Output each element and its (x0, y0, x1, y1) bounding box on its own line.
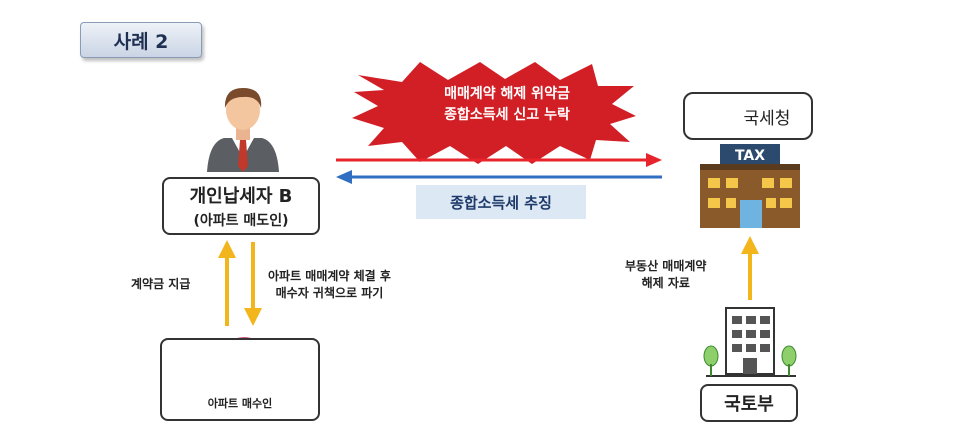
data-line-1: 부동산 매매계약 (625, 259, 707, 273)
deposit-arrow (218, 240, 236, 326)
breach-label: 아파트 매매계약 체결 후 매수자 귀책으로 파기 (268, 268, 391, 302)
tax-building-icon (700, 144, 800, 228)
buyer-box: 아파트 매수인 (160, 338, 320, 421)
taxpayer-subtitle: (아파트 매도인) (193, 213, 289, 229)
nts-label: 국세청 (743, 108, 791, 129)
taxpayer-box: 개인납세자 B (아파트 매도인) (162, 177, 320, 235)
taxpayer-title: 개인납세자 B (189, 186, 293, 207)
deposit-label: 계약금 지급 (131, 277, 191, 291)
breach-line-2: 매수자 귀책으로 파기 (275, 286, 384, 300)
recovery-label: 종합소득세 추징 (416, 185, 586, 219)
omission-burst: 매매계약 해제 위약금 종합소득세 신고 누락 (392, 84, 622, 126)
omission-line-2: 종합소득세 신고 누락 (444, 107, 570, 123)
omission-line-1: 매매계약 해제 위약금 (444, 86, 570, 102)
data-line-2: 해제 자료 (641, 276, 690, 290)
man-icon (207, 88, 279, 172)
tax-sign: TAX (735, 148, 765, 164)
case-label: 사례 2 (80, 22, 202, 58)
contract-breach-arrow (244, 242, 262, 326)
buyer-label: 아파트 매수인 (207, 397, 273, 410)
omission-burst-shape (352, 62, 636, 164)
data-label: 부동산 매매계약 해제 자료 (625, 258, 706, 292)
molit-building-icon (703, 307, 797, 377)
breach-line-1: 아파트 매매계약 체결 후 (268, 269, 391, 283)
report-omission-arrow (336, 153, 662, 167)
tax-recovery-arrow (336, 170, 662, 184)
molit-box: 국토부 (700, 384, 798, 422)
nts-box: 국세청 (683, 92, 813, 140)
data-transfer-arrow (741, 236, 759, 300)
